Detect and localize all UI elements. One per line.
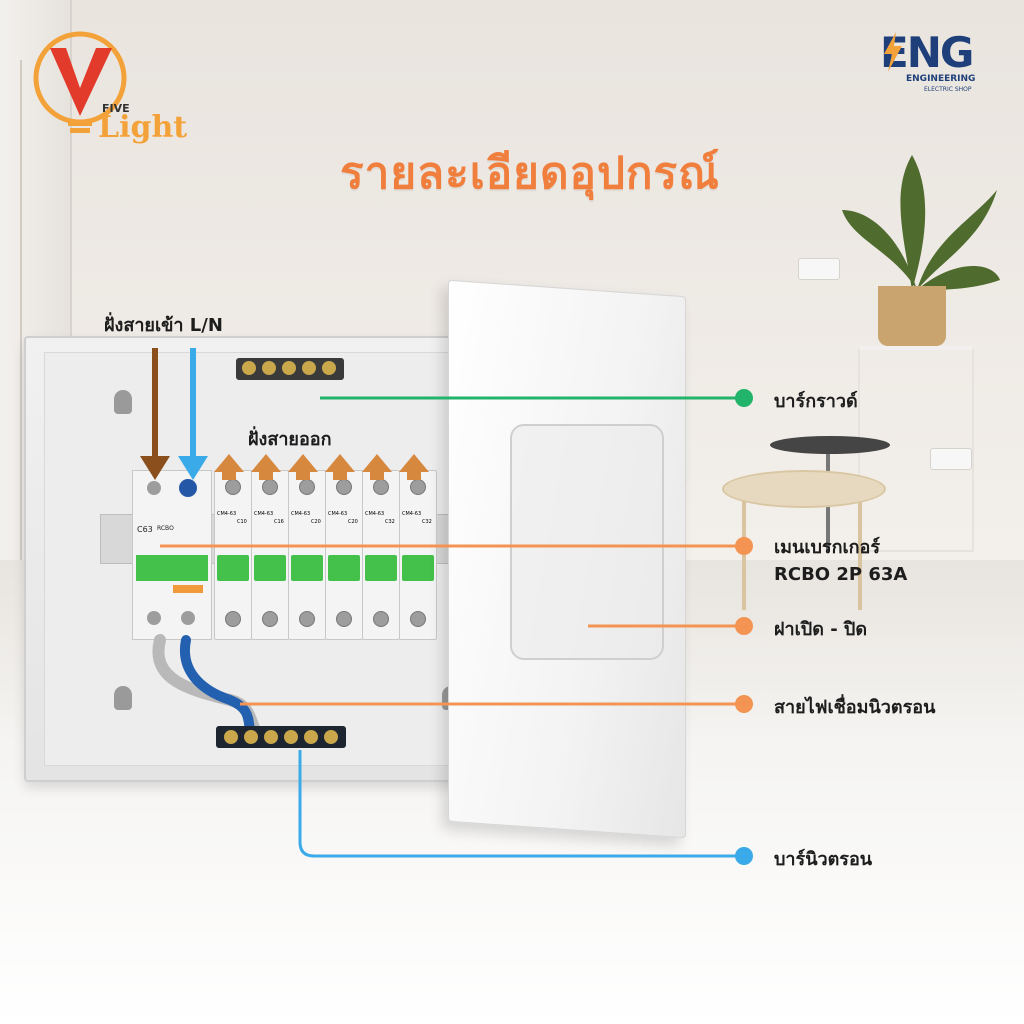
breaker-model: CM4-63: [291, 511, 311, 517]
output-side-label: ฝั่งสายออก: [248, 429, 332, 450]
branch-breaker: CM4-63 C20: [288, 470, 326, 640]
logo-engineering-text: ENGINEERING: [906, 74, 976, 84]
background-plant: [842, 155, 1000, 290]
bulb-v-icon: [33, 31, 127, 133]
rcbo-type: RCBO: [157, 525, 174, 532]
breaker-rating: C32: [385, 519, 395, 525]
ground-bar: [236, 358, 344, 380]
cover-window: [510, 424, 664, 660]
neutral-bar-label: บาร์นิวตรอน: [774, 849, 873, 870]
ground-bar-dot: [735, 389, 753, 407]
background-plant-pot: [878, 286, 946, 346]
breaker-model: CM4-63: [365, 511, 385, 517]
main-breaker-label-line2: RCBO 2P 63A: [774, 564, 908, 585]
rcbo-rating: C63: [137, 525, 153, 534]
neutral-wire-label: สายไฟเชื่อมนิวตรอน: [774, 697, 936, 718]
background-door-edge: [20, 60, 22, 580]
main-breaker-rcbo: C63 RCBO: [132, 470, 212, 640]
background-wall-outlet: [930, 448, 972, 470]
rcbo-test-indicator: [173, 585, 203, 593]
keyhole-mount: [114, 390, 132, 414]
eng-logo: ENG ENGINEERING ELECTRIC SHOP: [880, 28, 1000, 98]
page-title: รายละเอียดอุปกรณ์: [340, 148, 720, 199]
lightning-icon: [884, 32, 902, 72]
logo-light-text: Light: [98, 110, 188, 145]
five-light-logo: FIVE Light: [30, 28, 230, 148]
branch-breaker: CM4-63 C16: [251, 470, 289, 640]
branch-breaker: CM4-63 C10: [214, 470, 252, 640]
logo-five-text: FIVE: [102, 102, 130, 115]
main-breaker-label-line1: เมนเบรกเกอร์: [774, 537, 880, 558]
input-side-label: ฝั่งสายเข้า L/N: [104, 315, 223, 336]
background-wall-outlet: [798, 258, 840, 280]
rcbo-switch: [136, 555, 208, 581]
logo-tag-text: ELECTRIC SHOP: [924, 86, 972, 93]
breaker-rating: C16: [274, 519, 284, 525]
ground-bar-label: บาร์กราวด์: [774, 391, 858, 412]
branch-breaker: CM4-63 C20: [325, 470, 363, 640]
breaker-rating: C20: [311, 519, 321, 525]
breaker-model: CM4-63: [328, 511, 348, 517]
keyhole-mount: [114, 686, 132, 710]
breaker-model: CM4-63: [217, 511, 237, 517]
branch-breaker: CM4-63 C32: [362, 470, 400, 640]
breaker-model: CM4-63: [254, 511, 274, 517]
breaker-model: CM4-63: [402, 511, 422, 517]
breaker-rating: C10: [237, 519, 247, 525]
cover-label: ฝาเปิด - ปิด: [774, 619, 868, 640]
background-stool: [722, 470, 886, 508]
background-stool-leg: [858, 500, 862, 610]
background-table-top: [770, 436, 890, 454]
branch-breaker: CM4-63 C32: [399, 470, 437, 640]
breaker-rating: C20: [348, 519, 358, 525]
background-stool-leg: [742, 500, 746, 610]
breaker-rating: C32: [422, 519, 432, 525]
neutral-bar: [216, 726, 346, 748]
